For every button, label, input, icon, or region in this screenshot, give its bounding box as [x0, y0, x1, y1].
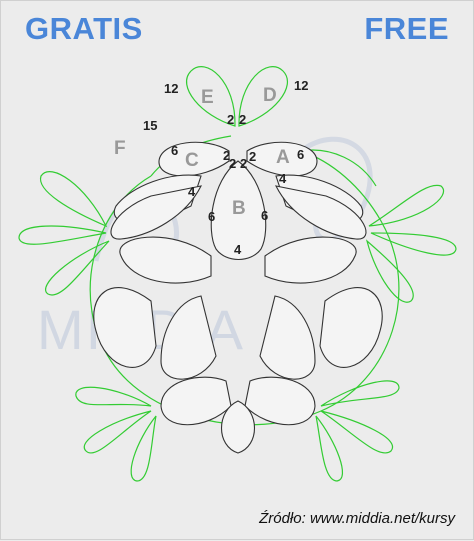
ring-c-letter: C	[185, 150, 199, 171]
right-clover-leaf-1	[368, 184, 444, 227]
left-clover-leaf-1	[40, 171, 108, 228]
ring-f-count-15: 15	[143, 118, 158, 133]
ring-e-count-12: 12	[164, 81, 179, 96]
ring-e-letter: E	[201, 87, 214, 108]
bottom-right-leaf-3	[315, 415, 344, 482]
ring-b-count-4: 4	[234, 242, 242, 257]
source-credit: Źródło: www.middia.net/kursy	[259, 510, 455, 527]
ring-c-count-6: 6	[171, 143, 179, 158]
picot-count-2: 2	[249, 149, 257, 164]
ring-upper-left-2	[110, 185, 202, 240]
bottom-left-leaf-2	[83, 410, 152, 454]
free-label: FREE	[364, 11, 449, 46]
ring-b	[210, 160, 267, 261]
petal-left-lower	[160, 295, 217, 380]
petal-left-upper	[119, 236, 212, 284]
bottom-left-leaf-1	[75, 386, 152, 407]
ring-c-count-4: 4	[188, 184, 196, 199]
petal-left-middle	[93, 287, 157, 368]
petal-bottom-center	[220, 400, 256, 454]
ring-a-letter: A	[276, 147, 290, 168]
ring-c	[158, 141, 230, 177]
right-clover-leaf-3	[365, 239, 414, 303]
ring-d-count-12: 12	[294, 78, 309, 93]
bottom-left-leaf-3	[130, 415, 157, 482]
left-clover-leaf-3	[45, 240, 110, 296]
ring-f-letter: F	[114, 138, 126, 159]
gratis-label: GRATIS	[25, 11, 143, 46]
petal-right-upper	[264, 236, 357, 284]
ring-d	[238, 66, 289, 127]
picot-count-1: 2	[223, 148, 231, 163]
ring-a-count-6: 6	[297, 147, 305, 162]
left-clover-leaf-2	[18, 225, 107, 245]
ring-e-count-2: 2	[227, 112, 235, 127]
ring-d-count-2: 2	[239, 112, 247, 127]
ring-b-letter: B	[232, 198, 246, 219]
ring-c-count-2: 2	[229, 156, 237, 171]
right-clover-leaf-2	[370, 232, 457, 256]
bottom-right-leaf-1	[320, 380, 400, 407]
bottom-right-leaf-2	[320, 410, 394, 454]
petal-bottom-left	[160, 376, 232, 426]
ring-d-letter: D	[263, 85, 277, 106]
ring-a	[246, 141, 318, 177]
petal-right-lower	[259, 295, 316, 380]
ring-a-count-4: 4	[279, 171, 287, 186]
ring-e	[185, 66, 236, 127]
ring-b-count-6-right: 6	[261, 208, 269, 223]
ring-upper-right-2	[275, 185, 367, 240]
petal-right-middle	[319, 287, 383, 368]
ring-b-count-6-left: 6	[208, 209, 216, 224]
ring-a-count-2: 2	[240, 156, 248, 171]
petal-bottom-right	[244, 376, 316, 426]
